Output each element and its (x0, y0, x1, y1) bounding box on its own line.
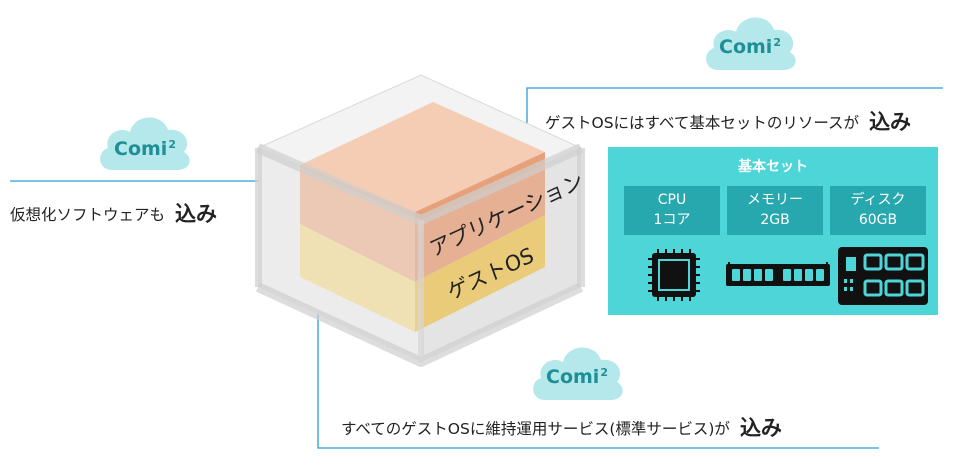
right-caption-text: ゲストOSにはすべて基本セットのリソースが (545, 114, 860, 132)
left-caption-text: 仮想化ソフトウェアも (10, 206, 166, 224)
os-layer-left (300, 224, 415, 332)
right-caption: ゲストOSにはすべて基本セットのリソースが込み (545, 106, 911, 136)
comi-cloud-left: Comi2 (94, 108, 194, 182)
spec-memory-value: 2GB (760, 212, 790, 228)
spec-cpu-name: CPU (657, 192, 687, 208)
comi-cloud-bottom: Comi2 (527, 338, 627, 412)
spec-disk: ディスク 60GB (830, 186, 926, 235)
left-caption-bold: 込み (175, 202, 218, 226)
spec-disk-value: 60GB (858, 212, 898, 228)
os-layer-right (415, 215, 545, 332)
bottom-caption-text: すべてのゲストOSに維持運用サービス(標準サービス)が (341, 420, 730, 438)
bottom-caption: すべてのゲストOSに維持運用サービス(標準サービス)が込み (341, 412, 782, 442)
comi-logo-text: Comi2 (546, 366, 608, 388)
spec-memory-name: メモリー (747, 192, 803, 208)
basic-set-title: 基本セット (738, 159, 808, 175)
right-caption-bold: 込み (869, 110, 912, 134)
left-caption: 仮想化ソフトウェアも込み (10, 198, 217, 228)
spec-disk-name: ディスク (850, 192, 906, 208)
spec-cpu-value: 1コア (653, 212, 691, 228)
cloud-icon (100, 117, 190, 170)
comi-cloud-top-right: Comi2 (700, 8, 800, 82)
spec-memory: メモリー 2GB (727, 186, 823, 235)
cpu-chip-icon (648, 249, 700, 301)
comi-logo-text: Comi2 (719, 36, 781, 58)
basic-set-panel: 基本セット CPU 1コア メモリー 2GB ディスク 60GB (608, 147, 938, 315)
memory-module-icon (726, 262, 830, 286)
bottom-connector (317, 264, 879, 449)
disk-drive-icon (838, 247, 928, 305)
comi-logo-text: Comi2 (114, 138, 176, 160)
bottom-caption-bold: 込み (739, 416, 782, 440)
cloud-icon (533, 347, 623, 400)
app-layer-top (300, 102, 545, 212)
app-layer-left (300, 165, 415, 282)
spec-cpu: CPU 1コア (624, 186, 720, 235)
app-layer-right (415, 152, 545, 282)
cloud-icon (706, 17, 796, 70)
virtual-server-cube: アプリケーション ゲストOS (255, 74, 585, 367)
